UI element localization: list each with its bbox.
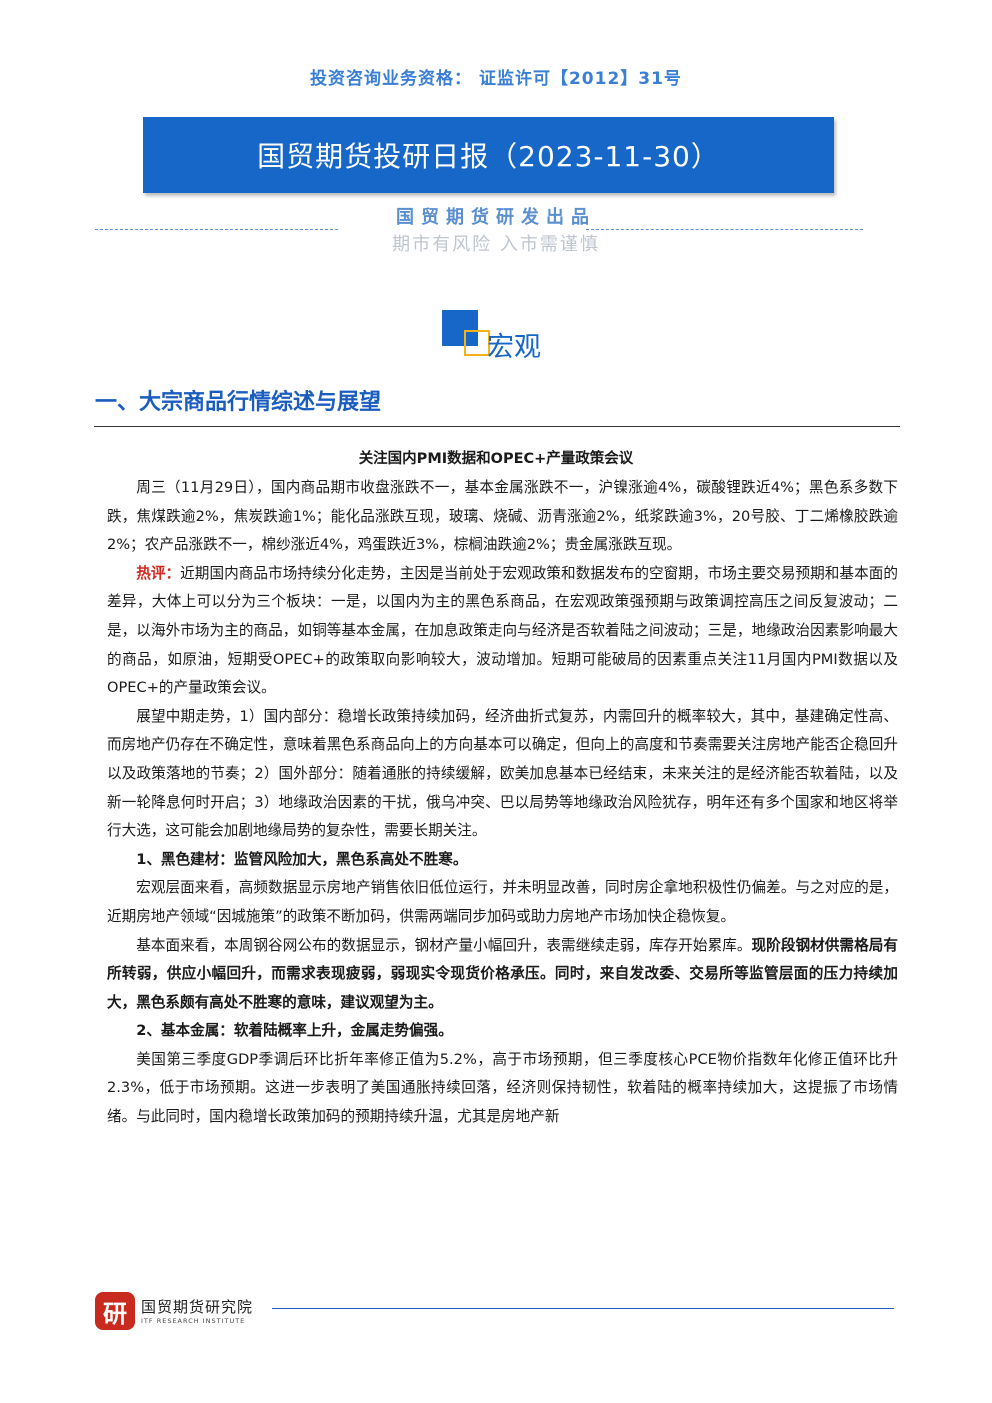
ferrous-fundamentals-text: 基本面来看，本周钢谷网公布的数据显示，钢材产量小幅回升，表需继续走弱，库存开始累…	[136, 936, 752, 954]
institute-name: 国贸期货研究院	[141, 1298, 254, 1316]
commentary-text: 近期国内商品市场持续分化走势，主因是当前处于宏观政策和数据发布的空窗期，市场主要…	[107, 564, 898, 697]
subheading-base-metals: 2、基本金属：软着陆概率上升，金属走势偏强。	[136, 1022, 453, 1040]
ferrous-fundamentals-emphasis: 现阶段钢材供需格局有所转弱，供应小幅回升，而需求表现疲弱，弱现实令现货价格承压。…	[107, 936, 898, 1011]
paragraph-outlook: 展望中期走势，1）国内部分：稳增长政策持续加码，经济曲折式复苏，内需回升的概率较…	[107, 707, 898, 840]
paragraph-ferrous-fundamentals: 基本面来看，本周钢谷网公布的数据显示，钢材产量小幅回升，表需继续走弱，库存开始累…	[107, 932, 898, 1018]
chapter-heading: 一、大宗商品行情综述与展望	[95, 390, 382, 415]
license-text: 投资咨询业务资格： 证监许可【2012】31号	[310, 69, 682, 89]
report-title-banner: 国贸期货投研日报（2023-11-30）	[143, 117, 834, 193]
section-square-outline	[464, 330, 490, 356]
section-title: 宏观	[487, 332, 541, 363]
article-body: 周三（11月29日），国内商品期市收盘涨跌不一，基本金属涨跌不一，沪镍涨逾4%，…	[107, 474, 898, 1132]
subheading-ferrous: 1、黑色建材：监管风险加大，黑色系高处不胜寒。	[136, 850, 468, 868]
institute-name-en: ITF RESEARCH INSTITUTE	[141, 1317, 246, 1325]
heading-rule	[94, 426, 900, 427]
report-title: 国贸期货投研日报（2023-11-30）	[257, 140, 720, 173]
section-square-icon	[442, 310, 490, 356]
article-title: 关注国内PMI数据和OPEC+产量政策会议	[358, 451, 634, 467]
paragraph-commentary: 热评：近期国内商品市场持续分化走势，主因是当前处于宏观政策和数据发布的空窗期，市…	[107, 560, 898, 703]
dashed-divider-left	[95, 229, 338, 230]
logo-char: 研	[103, 1299, 127, 1328]
paragraph-market-summary: 周三（11月29日），国内商品期市收盘涨跌不一，基本金属涨跌不一，沪镍涨逾4%，…	[107, 479, 898, 554]
footer-rule	[272, 1308, 894, 1309]
paragraph-ferrous-macro: 宏观层面来看，高频数据显示房地产销售依旧低位运行，并未明显改善，同时房企拿地积极…	[107, 879, 898, 925]
institute-logo-icon: 研	[95, 1292, 135, 1330]
dashed-divider-right	[586, 229, 863, 230]
risk-motto: 期市有风险 入市需谨慎	[392, 234, 600, 255]
commentary-label: 热评：	[136, 564, 181, 582]
producer-label: 国贸期货研发出品	[396, 207, 596, 228]
paragraph-base-metals: 美国第三季度GDP季调后环比折年率修正值为5.2%，高于市场预期，但三季度核心P…	[107, 1050, 898, 1126]
